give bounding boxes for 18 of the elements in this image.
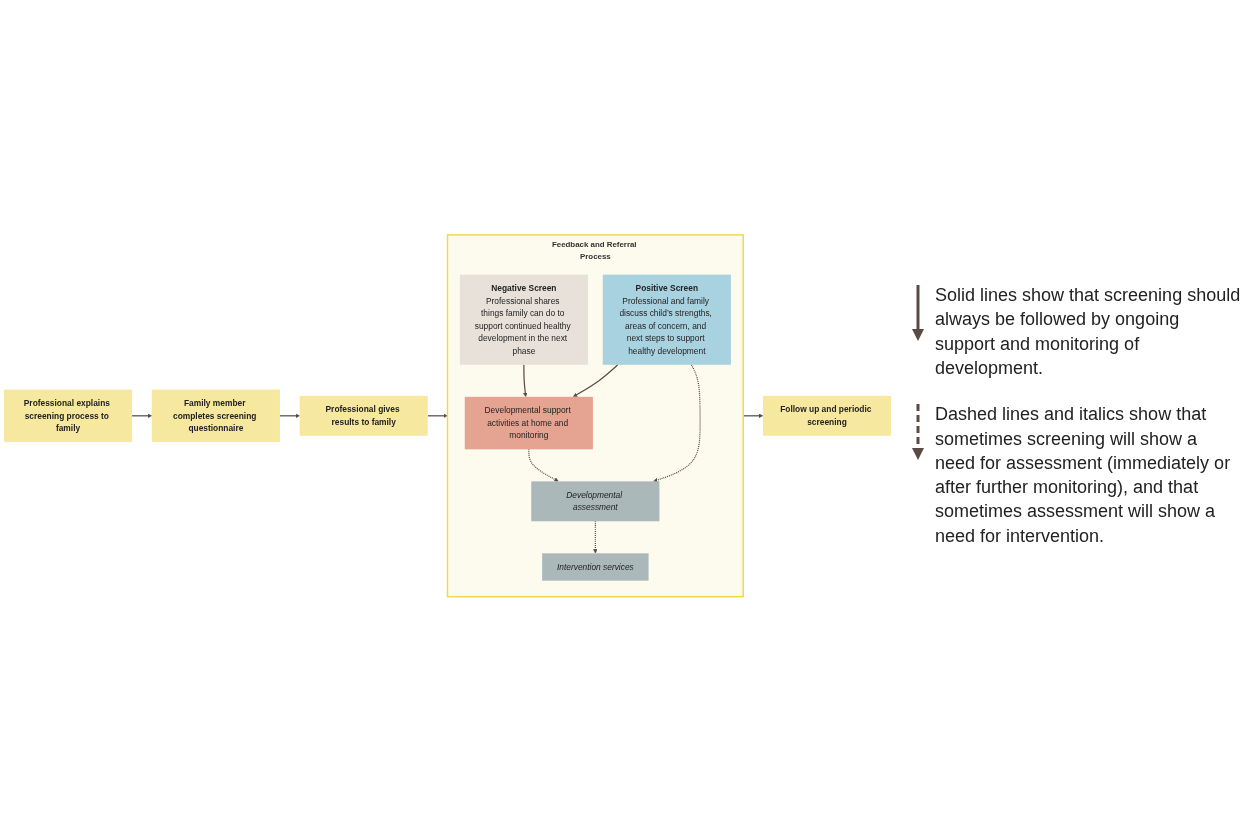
node-box: Follow up and periodic screening xyxy=(762,395,892,436)
arrow xyxy=(573,363,619,397)
arrow xyxy=(653,363,701,482)
node-box: Professional gives results to family xyxy=(299,395,428,436)
arrow xyxy=(279,413,300,418)
node-box: Positive Screen Professional and family discuss child’s strengths, areas of concern, and next steps to support healthy development xyxy=(602,274,731,365)
node-box: Family member completes screening questionnaire xyxy=(151,389,280,442)
legend-text: Dashed lines and italics show that sometimes screening will show a need for assessment (immediately or after further monitoring), and that sometimes assessment will show a need for intervention. xyxy=(935,403,1232,548)
arrow xyxy=(131,413,152,418)
node-box: Professional explains screening process to family xyxy=(3,389,133,442)
node-box: Negative Screen Professional shares things family can do to support continued healthy development in the next phase xyxy=(459,274,588,365)
node-box: Developmental assessment xyxy=(531,481,660,521)
legend-text: Solid lines show that screening should always be followed by ongoing support and monitoring of development. xyxy=(935,284,1241,380)
node-box: Intervention services xyxy=(542,553,649,581)
arrow xyxy=(593,520,598,554)
arrow xyxy=(523,363,528,397)
arrow xyxy=(528,448,559,482)
node-box: Developmental support activities at home and monitoring xyxy=(464,396,593,449)
